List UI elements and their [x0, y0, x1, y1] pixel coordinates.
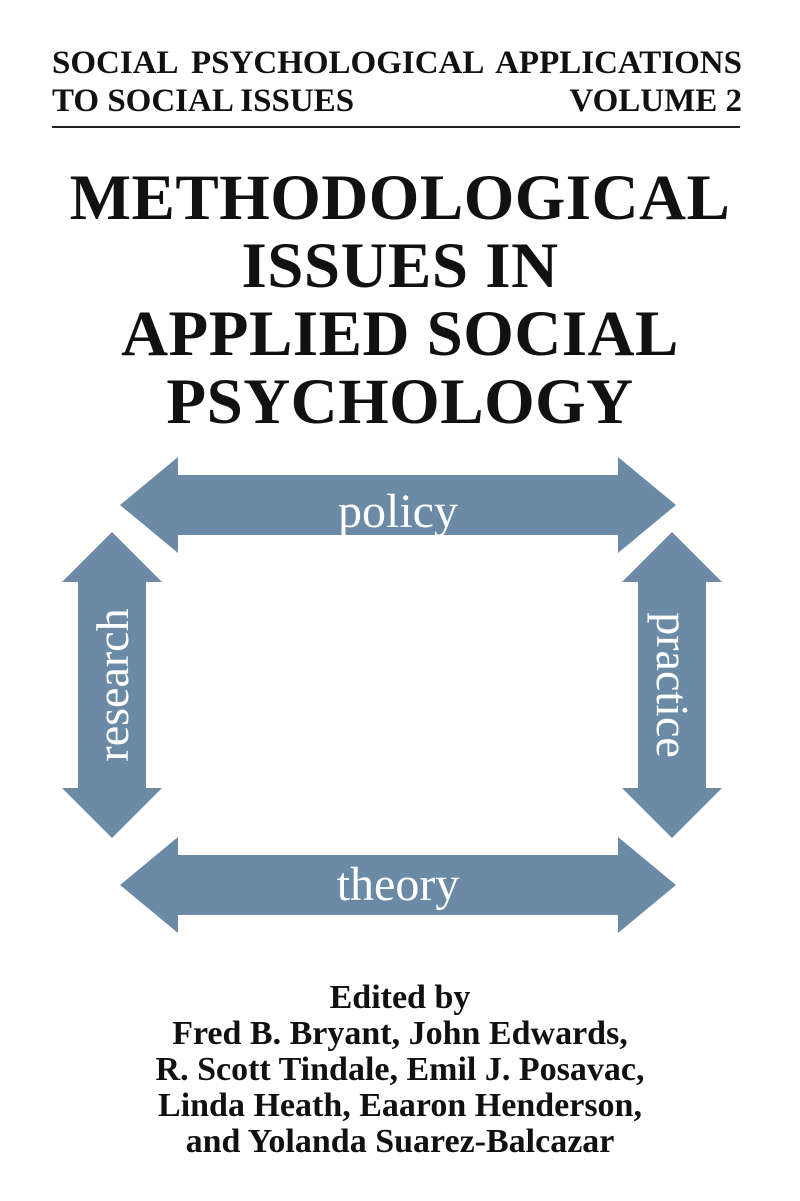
header-rule	[52, 126, 740, 128]
series-title-subline: TO SOCIAL ISSUES	[52, 83, 355, 119]
practice-arrow	[622, 532, 722, 838]
editor-line: R. Scott Tindale, Emil J. Posavac,	[155, 1051, 645, 1088]
research-label: research	[87, 608, 138, 761]
volume-number: VOLUME 2	[569, 83, 742, 119]
editor-line: and Yolanda Suarez-Balcazar	[185, 1123, 615, 1160]
research-arrow	[62, 532, 162, 838]
editors-block: Edited by Fred B. Bryant, John Edwards, …	[0, 980, 800, 1160]
editor-line: Fred B. Bryant, John Edwards,	[172, 1015, 628, 1052]
edited-by-heading: Edited by	[329, 979, 471, 1016]
series-title-line-2: TO SOCIAL ISSUES VOLUME 2	[52, 85, 742, 118]
book-title: METHODOLOGICAL ISSUES IN APPLIED SOCIAL …	[0, 164, 800, 436]
policy-label: policy	[338, 485, 458, 538]
editor-line: Linda Heath, Eaaron Henderson,	[158, 1087, 642, 1124]
practice-label: practice	[647, 612, 698, 758]
series-title-line-1: SOCIAL PSYCHOLOGICAL APPLICATIONS	[52, 45, 742, 81]
cycle-diagram: policy theory research practice	[62, 457, 722, 933]
title-line-1: METHODOLOGICAL	[69, 162, 731, 234]
title-line-3: APPLIED SOCIAL	[121, 298, 679, 370]
theory-label: theory	[337, 858, 460, 911]
policy-arrow	[120, 457, 676, 553]
theory-arrow	[120, 837, 676, 933]
title-line-4: PSYCHOLOGY	[166, 366, 634, 438]
title-line-2: ISSUES IN	[241, 230, 559, 302]
